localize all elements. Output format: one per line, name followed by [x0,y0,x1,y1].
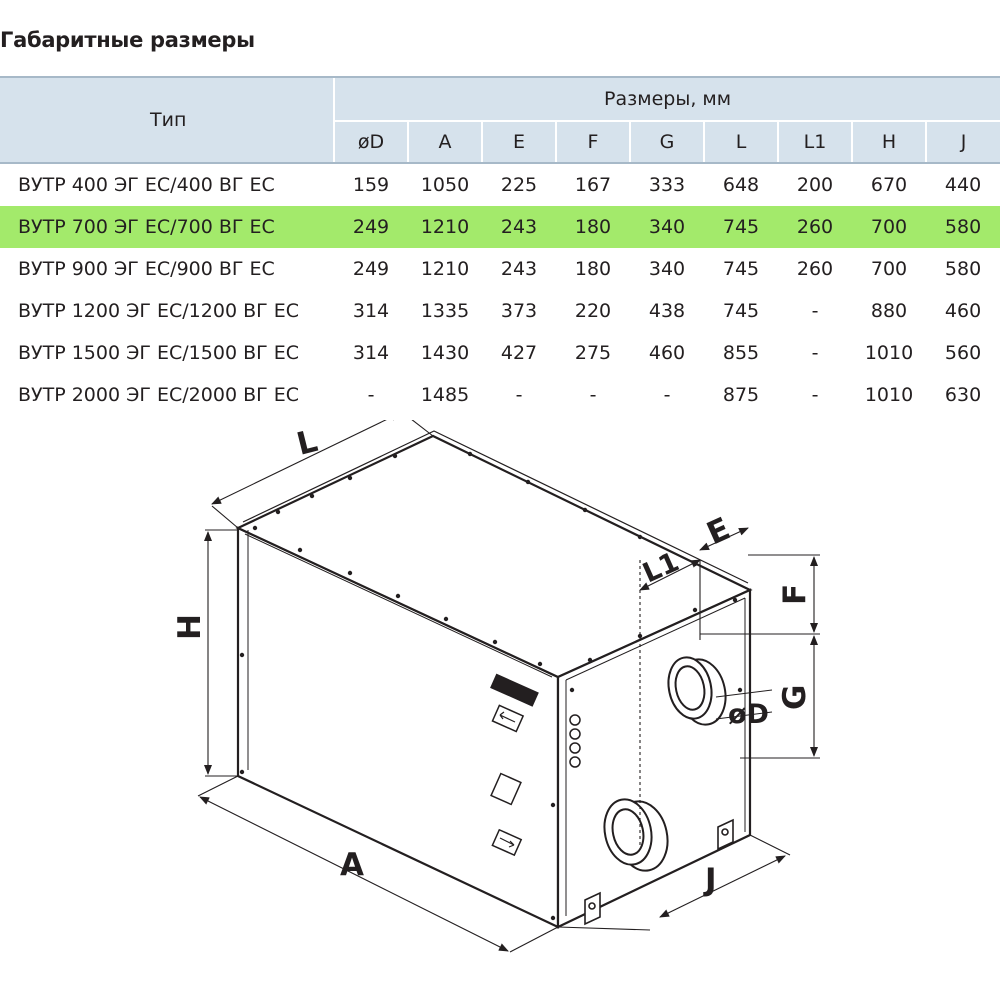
column-header: øD [333,120,408,164]
dimensions-group-header: Размеры, мм [332,76,1000,121]
dim-label-F: F [777,584,813,605]
table-row: ВУТР 400 ЭГ ЕС/400 ВГ ЕС 159 1050 225 167 333… [0,163,1000,206]
row-value-cell: - [811,342,819,364]
row-value-cell: 275 [574,342,612,364]
row-value-cell: 1210 [408,206,482,248]
row-value-cell: 260 [778,206,852,248]
row-value-cell: 243 [500,258,538,280]
row-value-cell: 580 [926,206,1000,248]
column-header: J [924,120,1000,164]
column-header: E [481,120,556,164]
row-value-cell: 340 [630,206,704,248]
row-value-cell: 373 [500,300,538,322]
row-value-cell: 745 [722,258,760,280]
row-value-cell: 314 [352,342,390,364]
row-value-cell: 580 [944,258,982,280]
row-value-cell: 1010 [864,384,914,406]
row-value-cell: - [589,384,597,406]
row-value-cell: - [811,384,819,406]
row-value-cell: 1210 [420,258,470,280]
row-model-name: ВУТР 2000 ЭГ ЕС/2000 ВГ ЕС [18,384,300,406]
row-value-cell: 1485 [420,384,470,406]
row-model-name: ВУТР 1200 ЭГ ЕС/1200 ВГ ЕС [18,300,300,322]
column-header: F [555,120,630,164]
column-header: H [851,120,926,164]
row-value-cell: - [367,384,375,406]
brand-plate [490,673,539,707]
row-value-cell: 460 [944,300,982,322]
column-header: G [629,120,704,164]
dim-label-A: A [340,847,364,883]
row-value-cell: 180 [574,258,612,280]
table-row: ВУТР 1200 ЭГ ЕС/1200 ВГ ЕС 314 1335 373 220 4… [0,290,1000,332]
row-value-cell: 880 [870,300,908,322]
row-value-cell: 648 [722,174,760,196]
row-model-name: ВУТР 700 ЭГ ЕС/700 ВГ ЕС [0,206,334,248]
airflow-sticker-top [491,704,525,733]
row-value-cell: 1050 [420,174,470,196]
table-body: ВУТР 400 ЭГ ЕС/400 ВГ ЕС 159 1050 225 167 333… [0,163,1000,416]
dim-label-G: G [777,685,813,710]
row-value-cell: 745 [704,206,778,248]
row-value-cell: 314 [352,300,390,322]
dim-label-J: J [703,862,717,898]
row-value-cell: 159 [352,174,390,196]
row-value-cell: 225 [500,174,538,196]
table-row: ВУТР 900 ЭГ ЕС/900 ВГ ЕС 249 1210 243 180 340… [0,248,1000,290]
row-value-cell: 438 [648,300,686,322]
row-value-cell: 460 [648,342,686,364]
row-value-cell: 243 [482,206,556,248]
row-model-name: ВУТР 900 ЭГ ЕС/900 ВГ ЕС [18,258,275,280]
unit-dimension-drawing: L H A L1 E F G øD J [172,420,820,953]
row-value-cell: 427 [500,342,538,364]
row-value-cell: 249 [334,206,408,248]
table-row: ВУТР 1500 ЭГ ЕС/1500 ВГ ЕС 314 1430 427 275 4… [0,332,1000,374]
row-value-cell: 700 [852,206,926,248]
duct-spigot-upper [667,656,727,726]
row-value-cell: 700 [870,258,908,280]
row-value-cell: 200 [796,174,834,196]
row-value-cell: 220 [574,300,612,322]
dim-label-L: L [293,423,321,463]
row-value-cell: 340 [648,258,686,280]
row-value-cell: 440 [944,174,982,196]
row-value-cell: 249 [352,258,390,280]
row-value-cell: 745 [722,300,760,322]
mounting-brackets [584,818,734,926]
column-header: L1 [777,120,852,164]
row-value-cell: 875 [722,384,760,406]
row-value-cell: 167 [574,174,612,196]
row-value-cell: 180 [556,206,630,248]
row-value-cell: 670 [870,174,908,196]
row-model-name: ВУТР 400 ЭГ ЕС/400 ВГ ЕС [18,174,275,196]
row-value-cell: 1010 [864,342,914,364]
row-value-cell: 1335 [420,300,470,322]
cable-glands [569,714,581,768]
dimension-lines [197,420,820,953]
row-value-cell: 1430 [420,342,470,364]
row-value-cell: - [663,384,671,406]
page-title: Габаритные размеры [0,28,255,52]
dim-label-D: øD [728,699,769,730]
type-header: Тип [0,76,334,164]
dim-label-H: H [172,614,208,640]
row-value-cell: - [811,300,819,322]
row-value-cell: 333 [648,174,686,196]
column-header: L [703,120,778,164]
row-value-cell: 260 [796,258,834,280]
row-value-cell: 855 [722,342,760,364]
table-row: ВУТР 2000 ЭГ ЕС/2000 ВГ ЕС - 1485 - - - 875 - 10… [0,374,1000,416]
row-value-cell: 630 [944,384,982,406]
row-model-name: ВУТР 1500 ЭГ ЕС/1500 ВГ ЕС [18,342,300,364]
dim-label-E: E [702,511,736,553]
row-value-cell: 560 [944,342,982,364]
column-header: A [407,120,482,164]
row-value-cell: - [515,384,523,406]
